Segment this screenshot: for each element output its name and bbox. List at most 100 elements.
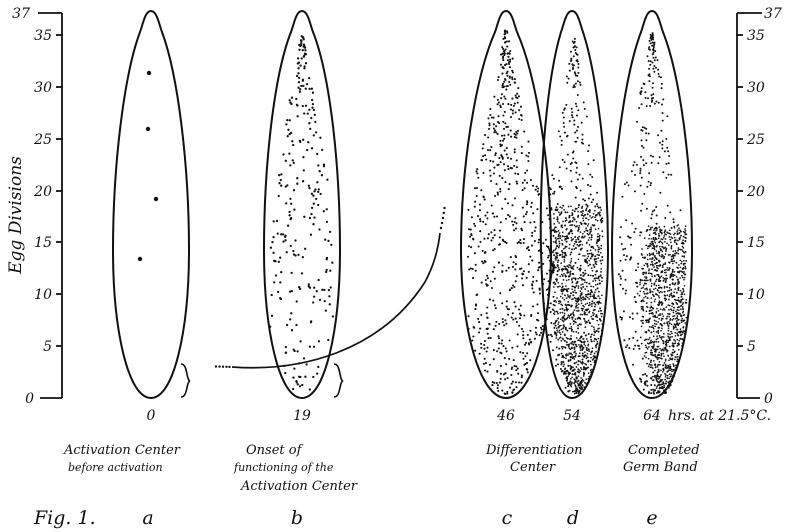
nucleus-dot xyxy=(506,71,508,73)
nucleus-dot xyxy=(491,384,493,386)
nucleus-dot xyxy=(578,360,580,362)
nucleus-dot xyxy=(590,275,592,277)
nucleus-dot xyxy=(584,236,586,238)
nucleus-dot xyxy=(553,213,555,215)
nucleus-dot xyxy=(652,257,654,259)
nucleus-dot xyxy=(568,248,570,250)
nucleus-dot xyxy=(510,108,512,110)
nucleus-dot xyxy=(138,257,142,261)
nucleus-dot xyxy=(672,319,674,321)
nucleus-dot xyxy=(657,330,659,332)
nucleus-dot xyxy=(567,237,569,239)
nucleus-dot xyxy=(574,309,576,311)
nucleus-dot xyxy=(580,314,582,316)
nucleus-dot xyxy=(672,237,674,239)
nucleus-dot xyxy=(538,267,540,269)
nucleus-dot xyxy=(561,188,563,190)
nucleus-dot xyxy=(487,327,489,329)
nucleus-dot xyxy=(513,301,515,303)
nucleus-dot xyxy=(563,122,565,124)
nucleus-dot xyxy=(487,237,489,239)
nucleus-dot xyxy=(583,286,585,288)
nucleus-dot xyxy=(583,380,585,382)
nucleus-dot xyxy=(570,386,572,388)
nucleus-dot xyxy=(553,304,555,306)
nucleus-dot xyxy=(284,236,286,238)
nucleus-dot xyxy=(570,378,572,380)
nucleus-dot xyxy=(304,47,306,49)
nucleus-dot xyxy=(634,174,636,176)
nucleus-dot xyxy=(657,332,659,334)
nucleus-dot xyxy=(638,348,640,350)
nucleus-dot xyxy=(272,252,274,254)
nucleus-dot xyxy=(510,167,512,169)
nucleus-dot xyxy=(659,156,661,158)
nucleus-dot xyxy=(594,255,596,257)
nucleus-dot xyxy=(523,270,525,272)
nucleus-dot xyxy=(655,356,657,358)
nucleus-dot xyxy=(273,260,275,262)
nucleus-dot xyxy=(685,251,687,253)
nucleus-dot xyxy=(579,355,581,357)
nucleus-dot xyxy=(661,302,663,304)
nucleus-dot xyxy=(602,217,604,219)
nucleus-dot xyxy=(650,182,652,184)
nucleus-dot xyxy=(652,247,654,249)
nucleus-dot xyxy=(474,201,476,203)
nucleus-dot xyxy=(646,186,648,188)
nucleus-dot xyxy=(575,344,577,346)
nucleus-dot xyxy=(570,292,572,294)
nucleus-dot xyxy=(535,226,537,228)
nucleus-dot xyxy=(573,248,575,250)
nucleus-dot xyxy=(311,193,313,195)
nucleus-dot xyxy=(586,310,588,312)
nucleus-dot xyxy=(499,188,501,190)
nucleus-dot xyxy=(471,216,473,218)
nucleus-dot xyxy=(656,376,658,378)
nucleus-dot xyxy=(670,239,672,241)
nucleus-dot xyxy=(670,336,672,338)
nucleus-dot xyxy=(509,339,511,341)
nucleus-dot xyxy=(311,147,313,149)
nucleus-dot xyxy=(590,339,592,341)
nucleus-dot xyxy=(586,258,588,260)
nucleus-dot xyxy=(584,320,586,322)
nucleus-dot xyxy=(680,328,682,330)
nucleus-dot xyxy=(590,294,592,296)
nucleus-dot xyxy=(668,316,670,318)
nucleus-dot xyxy=(516,275,518,277)
nucleus-dot xyxy=(505,363,507,365)
nucleus-dot xyxy=(673,373,675,375)
nucleus-dot xyxy=(591,267,593,269)
nucleus-dot xyxy=(651,213,653,215)
nucleus-dot xyxy=(321,289,323,291)
nucleus-dot xyxy=(522,334,524,336)
nucleus-dot xyxy=(549,227,551,229)
nucleus-dot xyxy=(683,267,685,269)
nucleus-dot xyxy=(656,387,658,389)
nucleus-dot xyxy=(510,158,512,160)
nucleus-dot xyxy=(513,286,515,288)
nucleus-dot xyxy=(656,246,658,248)
nucleus-dot xyxy=(587,253,589,255)
nucleus-dot xyxy=(566,370,568,372)
nucleus-dot xyxy=(493,229,495,231)
nucleus-dot xyxy=(675,325,677,327)
nucleus-dot xyxy=(270,247,272,249)
nucleus-dot xyxy=(666,371,668,373)
nucleus-dot xyxy=(502,83,504,85)
nucleus-dot xyxy=(586,116,588,118)
nucleus-dot xyxy=(661,251,663,253)
nucleus-dot xyxy=(515,381,517,383)
nucleus-dot xyxy=(667,335,669,337)
nucleus-dot xyxy=(658,226,660,228)
nucleus-dot xyxy=(593,313,595,315)
nucleus-dot xyxy=(495,325,497,327)
nucleus-dot xyxy=(590,316,592,318)
nucleus-dot xyxy=(591,234,593,236)
nucleus-dot xyxy=(558,321,560,323)
nucleus-dot xyxy=(568,361,570,363)
nucleus-dot xyxy=(653,328,655,330)
time-label-19: 19 xyxy=(293,408,311,424)
